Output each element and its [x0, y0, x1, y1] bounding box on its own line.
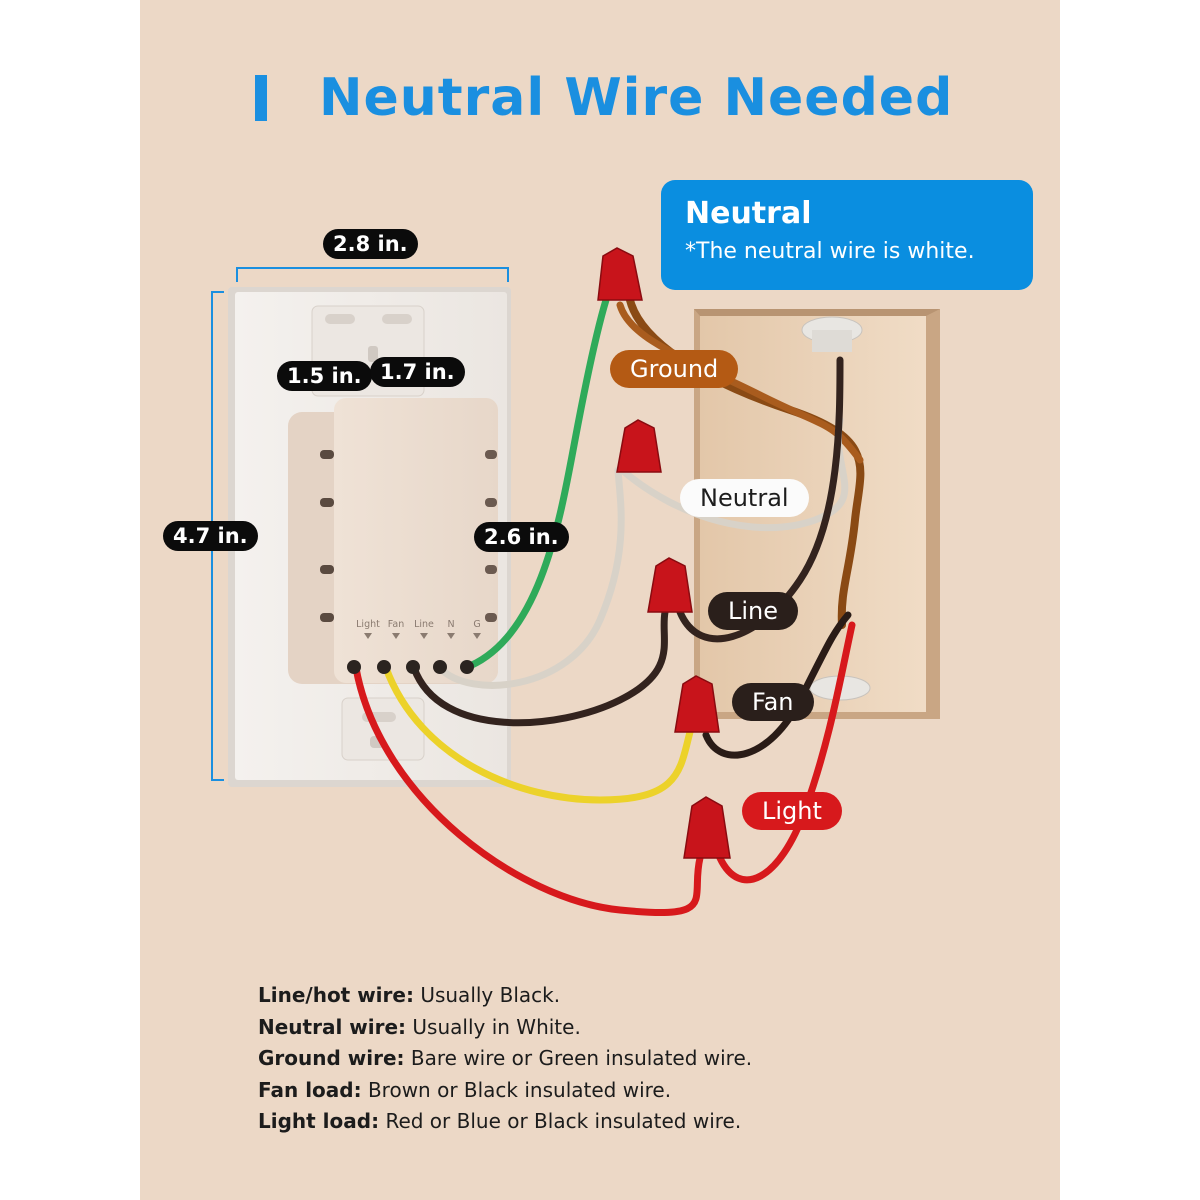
legend-desc: Brown or Black insulated wire. — [361, 1077, 672, 1102]
terminal-screw-n — [433, 660, 447, 674]
wire-nut-ground — [597, 247, 643, 301]
legend-term: Neutral wire: — [258, 1014, 407, 1039]
callout-note: *The neutral wire is white. — [685, 239, 975, 264]
neutral-wire-label: Neutral — [680, 479, 809, 517]
terminal-screw-g — [460, 660, 474, 674]
terminal-label-light: Light — [356, 619, 380, 630]
legend-desc: Usually Black. — [413, 983, 561, 1007]
width-dimension-badge: 2.8 in. — [323, 229, 418, 259]
legend-row-neutral: Neutral wire: Usually in White. — [258, 1012, 752, 1044]
legend-row-ground: Ground wire: Bare wire or Green insulate… — [258, 1043, 752, 1075]
terminal-label-n: N — [447, 619, 454, 630]
terminal-label-fan: Fan — [388, 619, 404, 630]
fan-wire — [382, 664, 694, 804]
light-wire — [352, 664, 704, 916]
legend-desc: Red or Blue or Black insulated wire. — [379, 1109, 742, 1133]
legend-row-line: Line/hot wire: Usually Black. — [258, 980, 752, 1012]
wire-nut-line — [647, 557, 693, 613]
wire-nut-light — [683, 796, 731, 859]
line-wire-house — [676, 356, 844, 643]
wire-nut-neutral — [616, 419, 662, 473]
switch-module — [288, 398, 498, 684]
terminal-screw-light — [347, 660, 361, 674]
callout-heading: Neutral — [685, 196, 812, 231]
line-wire-label: Line — [708, 592, 799, 630]
wires — [352, 296, 865, 916]
terminal-label-g: G — [473, 619, 480, 630]
ground-wire — [461, 296, 610, 672]
height-dimension-badge: 4.7 in. — [163, 521, 258, 551]
legend-row-light: Light load: Red or Blue or Black insulat… — [258, 1106, 752, 1138]
legend-term: Light load: — [258, 1109, 380, 1133]
wire-legend: Line/hot wire: Usually Black. Neutral wi… — [258, 980, 752, 1138]
line-wire — [410, 608, 669, 727]
terminal-screw-line — [406, 660, 420, 674]
module-right-dimension-badge: 1.7 in. — [370, 357, 465, 387]
module-height-dimension-badge: 2.6 in. — [474, 522, 569, 552]
module-left-dimension-badge: 1.5 in. — [277, 361, 372, 391]
legend-term: Fan load: — [258, 1077, 362, 1102]
legend-desc: Bare wire or Green insulated wire. — [404, 1046, 753, 1070]
neutral-wire — [436, 466, 625, 689]
legend-desc: Usually in White. — [406, 1014, 581, 1039]
terminal-label-line: Line — [414, 619, 434, 630]
fan-wire-label: Fan — [732, 683, 814, 721]
terminal-labels: Light Fan Line N G — [356, 619, 481, 639]
width-dimension-line — [236, 267, 509, 282]
legend-term: Line/hot wire: — [258, 983, 414, 1007]
legend-row-fan: Fan load: Brown or Black insulated wire. — [258, 1075, 752, 1107]
neutral-callout: Neutral *The neutral wire is white. — [661, 180, 1033, 290]
light-wire-label: Light — [742, 792, 842, 830]
neutral-wire-house — [618, 416, 849, 532]
page-title: Neutral Wire Needed — [255, 58, 953, 138]
legend-term: Ground wire: — [258, 1046, 405, 1070]
wire-nut-fan — [674, 675, 720, 733]
terminal-screw-fan — [377, 660, 391, 674]
wire-nuts — [597, 247, 731, 859]
title-text: Neutral Wire Needed — [319, 68, 954, 128]
title-accent-bar — [255, 75, 267, 121]
terminal-screws — [347, 660, 474, 674]
ground-wire-label: Ground — [610, 350, 739, 388]
